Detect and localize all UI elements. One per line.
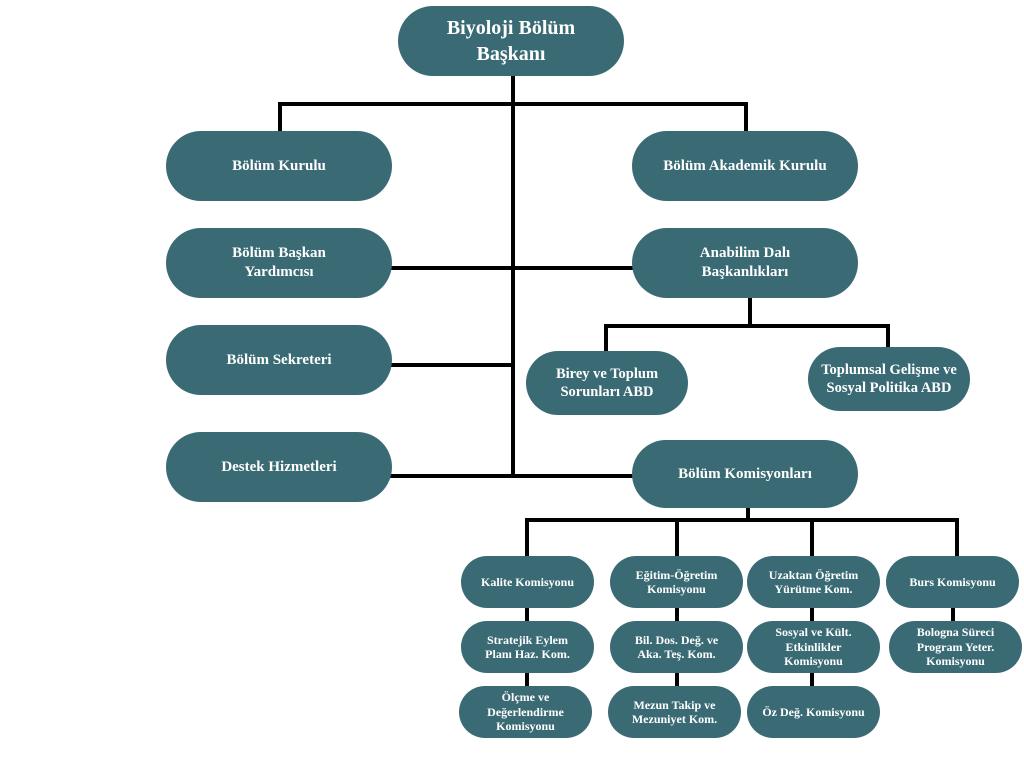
node-kalite-komisyonu: Kalite Komisyonu xyxy=(461,556,594,608)
node-bolum-kurulu: Bölüm Kurulu xyxy=(166,131,392,201)
node-label: Bölüm Başkan Yardımcısı xyxy=(232,245,326,280)
node-label: Biyoloji Bölüm Başkanı xyxy=(446,17,576,65)
node-bolum-akademik-kurulu: Bölüm Akademik Kurulu xyxy=(632,131,858,201)
node-oz-deg-komisyonu: Öz Değ. Komisyonu xyxy=(747,686,880,738)
node-label: Destek Hizmetleri xyxy=(221,458,337,475)
node-label: Anabilim Dalı Başkanlıkları xyxy=(699,245,791,280)
node-label: Öz Değ. Komisyonu xyxy=(762,704,865,719)
node-label: Bölüm Kurulu xyxy=(232,157,326,174)
node-label: Bölüm Akademik Kurulu xyxy=(663,157,827,174)
node-label: Eğitim-Öğretim Komisyonu xyxy=(635,567,718,596)
node-label: Sosyal ve Kült. Etkinlikler Komisyonu xyxy=(775,625,852,669)
node-label: Ölçme ve Değerlendirme Komisyonu xyxy=(487,690,564,734)
node-bolum-baskan-yardimcisi: Bölüm Başkan Yardımcısı xyxy=(166,228,392,298)
node-mezun-takip-ve-mezuniyet-kom: Mezun Takip ve Mezuniyet Kom. xyxy=(608,686,741,738)
node-label: Uzaktan Öğretim Yürütme Kom. xyxy=(768,567,859,596)
node-label: Birey ve Toplum Sorunları ABD xyxy=(555,365,659,400)
node-biyoloji-bolum-baskani: Biyoloji Bölüm Başkanı xyxy=(398,6,624,76)
node-olcme-ve-degerlendirme-komisyonu: Ölçme ve Değerlendirme Komisyonu xyxy=(459,686,592,738)
node-bologna-sureci-program-yeter-komisyonu: Bologna Süreci Program Yeter. Komisyonu xyxy=(889,621,1022,673)
node-label: Bil. Dos. Değ. ve Aka. Teş. Kom. xyxy=(634,632,719,661)
node-sosyal-ve-kult-etkinlikler-komisyonu: Sosyal ve Kült. Etkinlikler Komisyonu xyxy=(747,621,880,673)
node-label: Stratejik Eylem Planı Haz. Kom. xyxy=(485,632,570,661)
node-stratejik-eylem-plani-haz-kom: Stratejik Eylem Planı Haz. Kom. xyxy=(461,621,594,673)
node-bolum-komisyonlari: Bölüm Komisyonları xyxy=(632,440,858,508)
node-destek-hizmetleri: Destek Hizmetleri xyxy=(166,432,392,502)
node-egitim-ogretim-komisyonu: Eğitim-Öğretim Komisyonu xyxy=(610,556,743,608)
node-burs-komisyonu: Burs Komisyonu xyxy=(886,556,1019,608)
node-bil-dos-deg-ve-aka-tes-kom: Bil. Dos. Değ. ve Aka. Teş. Kom. xyxy=(610,621,743,673)
node-uzaktan-ogretim-yurutme-kom: Uzaktan Öğretim Yürütme Kom. xyxy=(747,556,880,608)
node-anabilim-dali-baskanliklari: Anabilim Dalı Başkanlıkları xyxy=(632,228,858,298)
node-birey-ve-toplum-sorunlari-abd: Birey ve Toplum Sorunları ABD xyxy=(526,351,688,415)
node-label: Mezun Takip ve Mezuniyet Kom. xyxy=(631,697,718,726)
node-toplumsal-gelisme-abd: Toplumsal Gelişme ve Sosyal Politika ABD xyxy=(808,347,970,411)
node-label: Bölüm Komisyonları xyxy=(678,465,812,482)
node-label: Toplumsal Gelişme ve Sosyal Politika ABD xyxy=(821,361,957,396)
node-bolum-sekreteri: Bölüm Sekreteri xyxy=(166,325,392,395)
node-label: Kalite Komisyonu xyxy=(480,574,574,589)
node-label: Bölüm Sekreteri xyxy=(226,351,332,368)
node-label: Bologna Süreci Program Yeter. Komisyonu xyxy=(916,625,995,669)
node-label: Burs Komisyonu xyxy=(909,574,996,589)
